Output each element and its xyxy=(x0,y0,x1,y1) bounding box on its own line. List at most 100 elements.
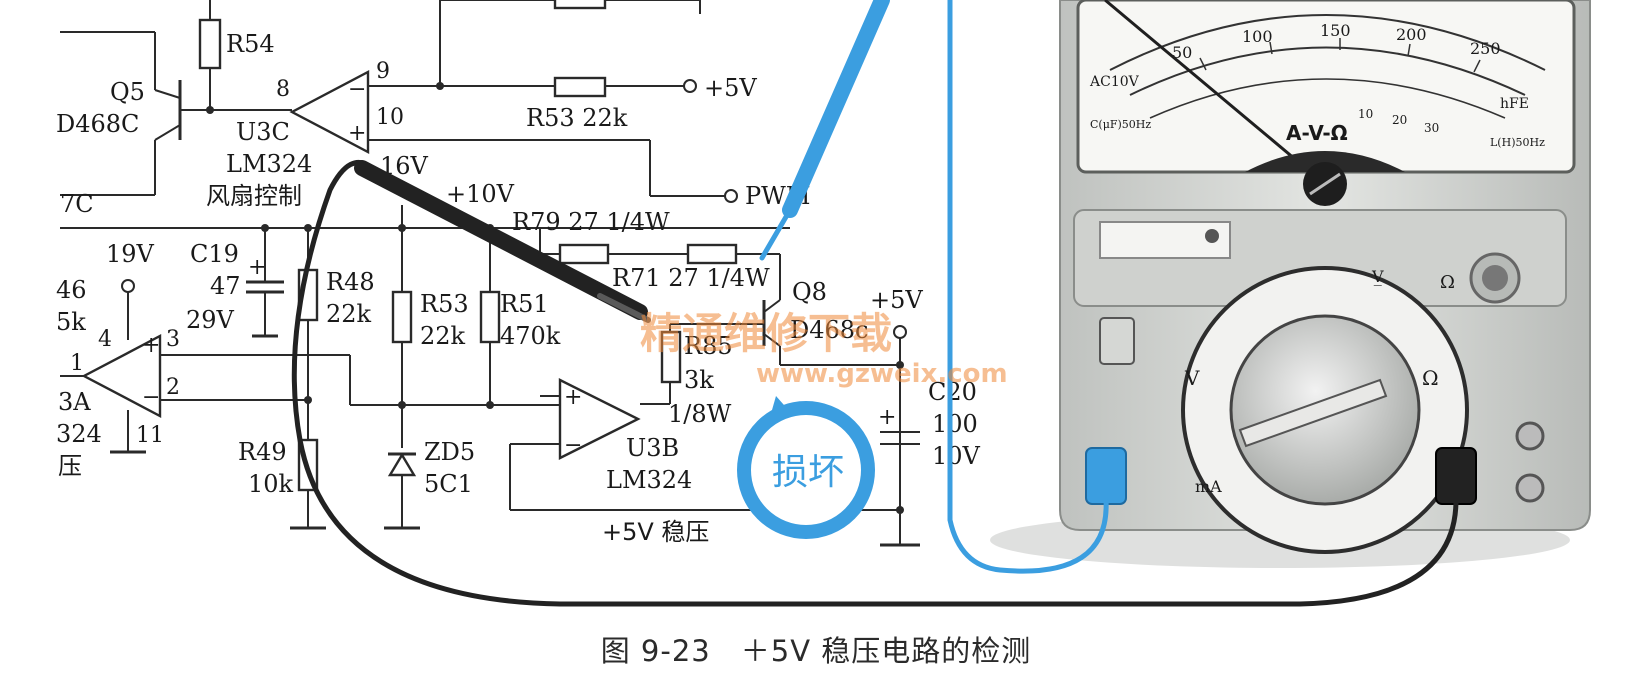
label-u3a: 3A xyxy=(58,388,91,416)
net-19v: 19V xyxy=(106,240,155,268)
label-range: A-V-Ω xyxy=(1286,121,1348,145)
label-u3a-part: 324 xyxy=(56,420,102,448)
resistor-r53a xyxy=(553,76,607,98)
scale-top-2: 150 xyxy=(1320,21,1351,40)
net-plus5v-b: +5V xyxy=(870,286,923,314)
watermark-title: 精通维修下载 xyxy=(640,309,892,358)
opamp-u3a xyxy=(81,334,162,418)
damage-callout: 损坏 xyxy=(737,396,875,539)
pin-3: 3 xyxy=(166,327,180,352)
label-u3a-desc: 压 xyxy=(58,452,82,480)
label-q5-part: D468C xyxy=(56,110,139,138)
pin-1: 1 xyxy=(70,351,84,376)
scale-top-4: 250 xyxy=(1470,39,1501,58)
opamp-u3b-plus: + xyxy=(564,385,582,410)
label-c-scale: C(μF)50Hz xyxy=(1090,118,1151,131)
opamp-u3a-plus: + xyxy=(142,333,160,358)
label-u3b-desc: +5V 稳压 xyxy=(602,518,709,546)
resistor-r51 xyxy=(479,290,501,344)
label-r71: R71 27 1/4W xyxy=(612,264,770,292)
label-q7: 7C xyxy=(60,190,94,218)
callout-bubble xyxy=(737,401,875,539)
pin-2: 2 xyxy=(166,375,180,400)
pin-8: 8 xyxy=(276,77,290,102)
label-dial-ohm: Ω xyxy=(1422,366,1439,390)
label-u3c-desc: 风扇控制 xyxy=(206,182,302,210)
scale-mid-1: 20 xyxy=(1392,113,1407,127)
label-r85-value: 3k xyxy=(684,366,714,394)
opamp-u3c-minus: − xyxy=(348,77,366,102)
label-l-scale: L(H)50Hz xyxy=(1490,136,1545,149)
scale-mid-2: 30 xyxy=(1424,121,1439,135)
scale-top-0: 50 xyxy=(1172,43,1192,62)
pin-9: 9 xyxy=(376,59,390,84)
label-r85-power: 1/8W xyxy=(668,400,732,428)
label-q8: Q8 xyxy=(792,278,827,306)
jack-10a[interactable] xyxy=(1515,421,1545,451)
label-u3b: U3B xyxy=(626,434,679,462)
label-r54: R54 xyxy=(226,30,275,58)
com-jack-plug[interactable] xyxy=(1085,447,1127,505)
resistor-r54 xyxy=(198,18,222,70)
label-dial-vbar: V̲ xyxy=(1371,267,1384,286)
opamp-u3a-minus: − xyxy=(142,385,160,410)
label-r49-value: 10k xyxy=(248,470,294,498)
label-r51: R51 xyxy=(500,290,549,318)
label-r46: 46 xyxy=(56,276,87,304)
scale-top-3: 200 xyxy=(1396,25,1427,44)
opamp-u3c-plus: + xyxy=(348,121,366,146)
black-probe[interactable] xyxy=(354,160,648,320)
test-leads xyxy=(291,0,1459,607)
transistor-socket[interactable] xyxy=(1099,317,1135,365)
jack-2500v[interactable] xyxy=(1515,473,1545,503)
pin-11: 11 xyxy=(136,423,164,448)
figure-caption: 图 9-23 ＋5V 稳压电路的检测 xyxy=(600,634,1032,668)
label-dial-ma: mA xyxy=(1195,477,1222,496)
resistor-r53b xyxy=(391,290,413,344)
label-q5: Q5 xyxy=(110,78,145,106)
label-r46-value: 5k xyxy=(56,308,86,336)
label-r51-value: 470k xyxy=(500,322,561,350)
resistor-r79 xyxy=(558,243,610,265)
label-zd5-part: 5C1 xyxy=(424,470,473,498)
label-c19-voltage: 29V xyxy=(186,306,235,334)
scale-top-1: 100 xyxy=(1242,27,1273,46)
opamp-u3b xyxy=(558,378,641,460)
watermark: 精通维修下载 www.gzweix.com xyxy=(640,309,1008,389)
label-u3c-part: LM324 xyxy=(226,150,312,178)
black-lead-wire xyxy=(291,159,1459,607)
v-ohm-jack-plug[interactable] xyxy=(1435,447,1477,505)
schematic xyxy=(60,0,920,547)
label-r53b: R53 xyxy=(420,290,469,318)
label-ohm-adjust: Ω xyxy=(1440,272,1455,293)
label-r85: R85 xyxy=(684,332,733,360)
label-u3b-part: LM324 xyxy=(606,466,692,494)
label-r53b-value: 22k xyxy=(420,322,466,350)
label-r48-value: 22k xyxy=(326,300,372,328)
label-c20-voltage: 10V xyxy=(932,442,981,470)
schematic-labels: R54 Q5 D468C 7C 8 9 10 U3C LM324 风扇控制 +5… xyxy=(56,30,981,546)
label-zd5: ZD5 xyxy=(424,438,475,466)
label-r79: R79 27 1/4W xyxy=(512,208,670,236)
zener-zd5 xyxy=(387,452,417,477)
label-c19: C19 xyxy=(190,240,239,268)
opamp-u3b-minus: − xyxy=(564,433,582,458)
blue-probe[interactable] xyxy=(782,0,890,218)
watermark-url: www.gzweix.com xyxy=(756,359,1008,389)
cap-c20-plus: + xyxy=(878,405,896,430)
label-r49: R49 xyxy=(238,438,287,466)
net-plus5v-a: +5V xyxy=(704,74,757,102)
label-c20-value: 100 xyxy=(932,410,978,438)
label-r53a: R53 22k xyxy=(526,104,628,132)
resistor-r71 xyxy=(686,243,738,265)
scale-mid-0: 10 xyxy=(1358,107,1373,121)
net-10v: +10V xyxy=(446,180,515,208)
cap-c19-plus: + xyxy=(248,255,266,280)
opamp-u3c xyxy=(289,70,370,154)
multimeter: 50 100 150 200 250 10 20 30 AC10V C(μF)5… xyxy=(990,0,1591,568)
label-r48: R48 xyxy=(326,268,375,296)
label-hfe: hFE xyxy=(1500,96,1529,112)
label-u3c: U3C xyxy=(236,118,290,146)
